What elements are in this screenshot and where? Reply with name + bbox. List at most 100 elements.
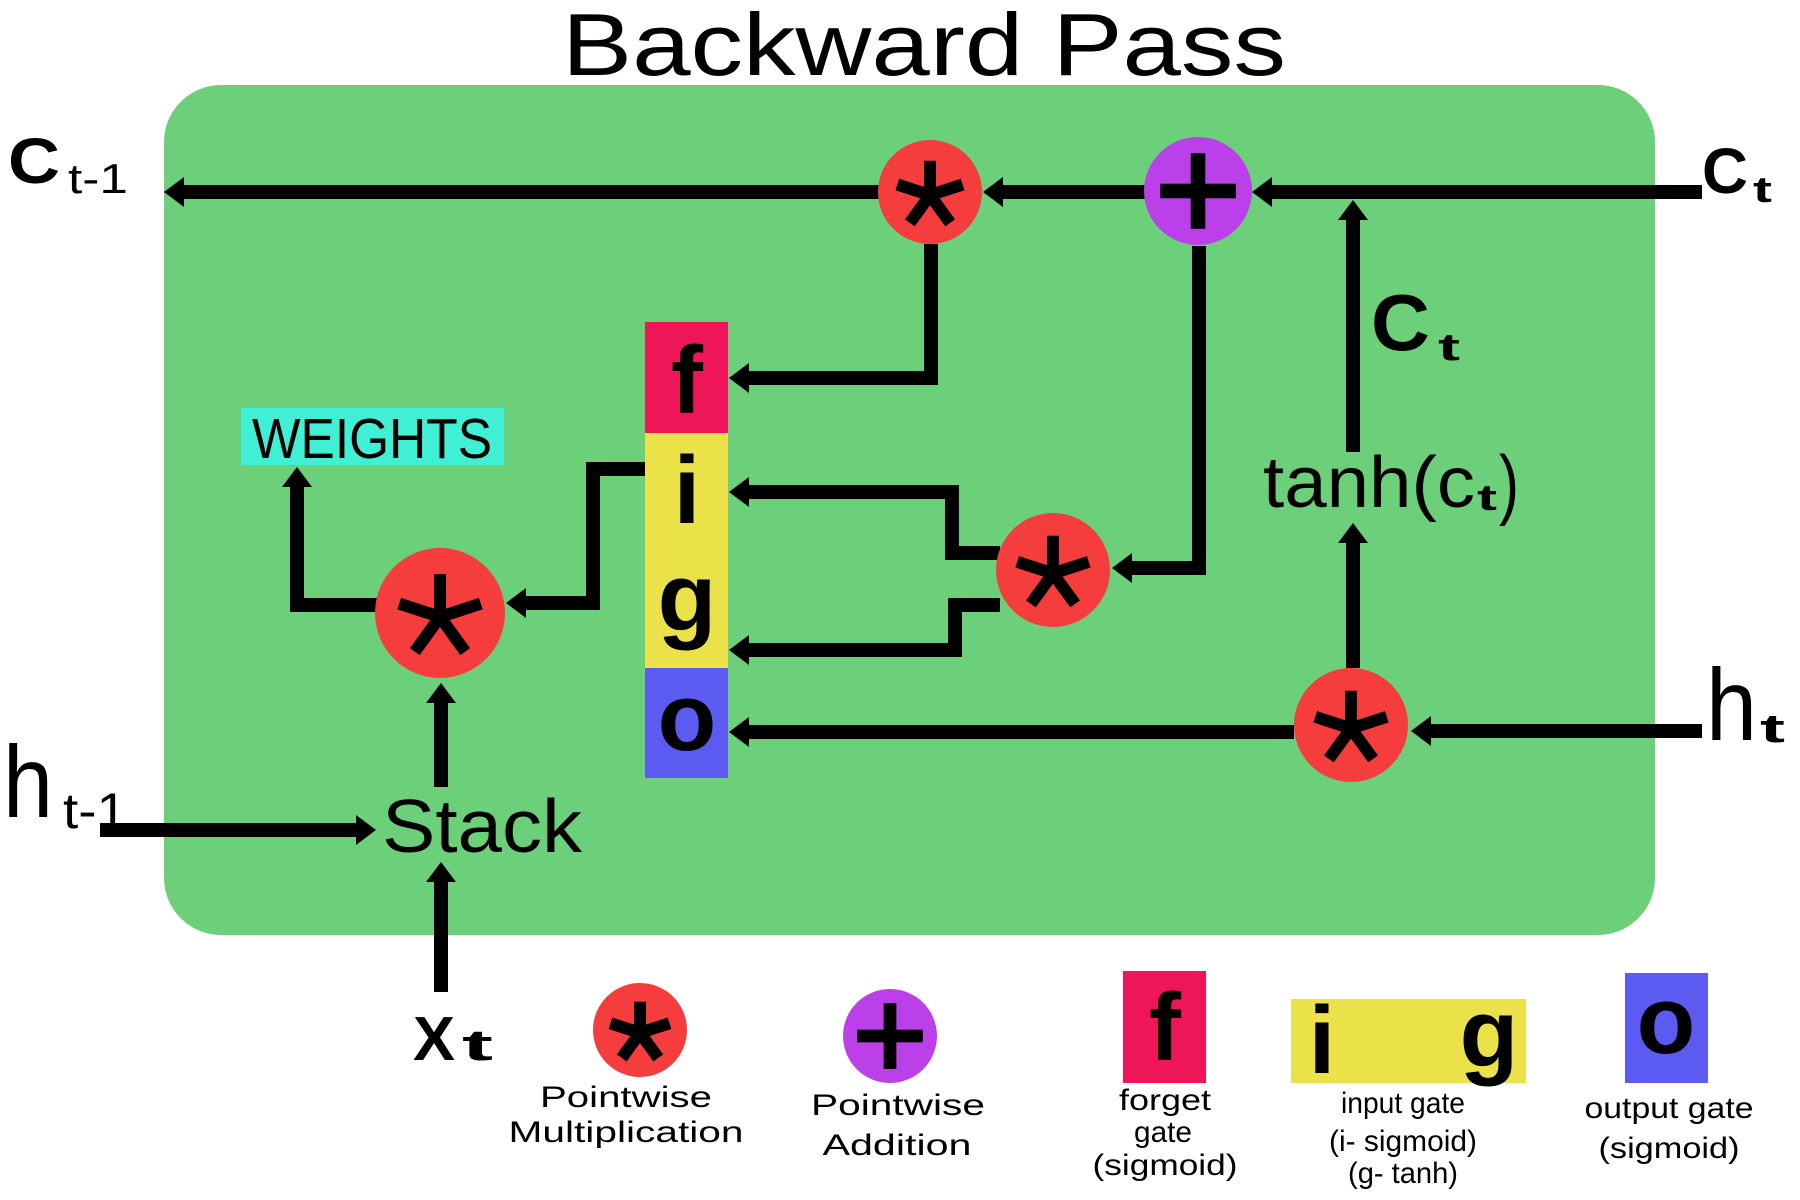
legend-mult-line-2: Multiplication [509,1116,744,1149]
wire-line [518,462,645,610]
asterisk-icon [895,160,965,227]
legend-input-letter-i: i [1309,987,1336,1094]
legend-output-line-1: output gate [1585,1092,1754,1125]
arrowhead-icon [729,477,749,507]
x-input-sub: t [462,1021,494,1070]
wire-mult-output-to-o-gate [729,717,1294,747]
legend-forget-line-3: (sigmoid) [1093,1149,1238,1182]
wire-mult-output-to-tanh [1338,523,1368,668]
cell-add-operator [1144,137,1252,245]
h-next-sub: t [1760,707,1785,751]
input-gate-block [645,433,728,669]
c-inner-sub: t [1438,327,1461,369]
x-input-main: X [413,1005,455,1074]
diagram-title: Backward Pass [562,0,1286,94]
wire-c-inner-to-top [1338,200,1368,452]
wire-add-to-mult-forget [983,177,1146,207]
wire-line [741,485,1000,560]
c-inner-main: C [1371,278,1430,367]
c-prev-main: C [8,125,60,197]
stack-label: Stack [382,784,583,868]
legend-input-line-2: (i- sigmoid) [1329,1125,1477,1158]
legend-multiply-operator [593,983,687,1077]
legend-pointwise-multiplication: Pointwise Multiplication [509,983,744,1149]
gate-letter-o: o [658,664,717,771]
wire-line [741,598,1000,657]
arrowhead-icon [356,815,376,845]
legend-mult-line-1: Pointwise [540,1081,712,1114]
legend-forget-letter: f [1149,974,1182,1081]
arrowhead-icon [506,588,526,618]
weights-background [241,408,504,465]
wire-h-next-to-mult-output [1411,716,1702,746]
legend-add-line-2: Addition [823,1129,972,1162]
h-prev-main: h [3,725,53,839]
c-inner-label: C t [1371,278,1461,369]
gate-column: f i g o [645,322,728,778]
output-multiply-operator [1294,668,1408,782]
arrowhead-icon [426,683,456,703]
forget-multiply-operator [878,140,982,244]
wire-line [741,244,938,385]
arrowhead-icon [1338,200,1368,220]
plus-icon [1160,153,1236,229]
legend-input-letter-g: g [1460,980,1519,1087]
h-prev-sub: t-1 [63,783,127,839]
plus-icon [857,1003,923,1069]
legend-input-line-1: input gate [1341,1087,1465,1120]
output-gate-block [645,668,728,778]
wire-mult-weights-to-weights [282,467,378,612]
connector-lines [100,177,1702,992]
wire-line [1124,246,1206,575]
input-multiply-operator [996,513,1110,627]
wire-c-next-to-add [1252,177,1702,207]
c-prev-sub: t-1 [68,155,128,202]
wire-add-to-mult-input [1112,246,1206,583]
legend-output-gate-swatch [1625,973,1708,1083]
legend-forget-line-1: forget [1119,1084,1212,1117]
arrowhead-icon [1411,716,1431,746]
x-input-label: X t [413,1005,494,1074]
legend-output-line-2: (sigmoid) [1599,1132,1740,1165]
legend: Pointwise Multiplication Pointwise Addit… [509,967,1754,1190]
c-next-sub: t [1753,169,1772,210]
operators [375,137,1408,782]
c-next-main: C [1702,135,1748,207]
legend-add-operator [843,989,937,1083]
wire-x-input-to-stack [426,862,456,992]
tanh-prefix: tanh(c [1263,443,1475,523]
h-prev-label: h t-1 [3,725,127,839]
asterisk-icon [397,574,483,656]
gate-letter-i: i [674,437,701,544]
weights-label: WEIGHTS [252,407,492,471]
legend-output-gate: o output gate (sigmoid) [1585,967,1754,1165]
wire-line [290,479,378,612]
wire-gates-to-mult-weights [506,462,645,618]
wire-mult-input-to-g-gate [729,598,1000,665]
legend-forget-line-2: gate [1134,1116,1192,1149]
arrowhead-icon [282,467,312,487]
tanh-label: tanh(c t ) [1263,439,1519,527]
wire-stack-to-mult-weights [426,683,456,787]
tanh-sub: t [1477,477,1497,518]
asterisk-icon [1015,535,1091,608]
c-prev-label: C t-1 [8,125,128,202]
legend-input-gate-swatch [1291,999,1526,1083]
lstm-cell-background [164,85,1655,935]
arrowhead-icon [729,363,749,393]
wire-mult-forget-to-c-prev [164,177,879,207]
arrowhead-icon [164,177,184,207]
arrowhead-icon [729,635,749,665]
legend-pointwise-addition: Pointwise Addition [811,989,985,1162]
legend-output-letter: o [1637,967,1696,1074]
asterisk-icon [608,1001,672,1062]
forget-gate-block [645,322,728,434]
legend-input-gate: i g input gate (i- sigmoid) (g- tanh) [1291,980,1526,1190]
arrowhead-icon [1112,553,1132,583]
h-next-label: h t [1706,648,1785,762]
c-next-label: C t [1702,135,1772,210]
gate-letter-g: g [658,544,717,651]
gate-letter-f: f [671,327,704,434]
legend-input-line-3: (g- tanh) [1348,1157,1458,1190]
